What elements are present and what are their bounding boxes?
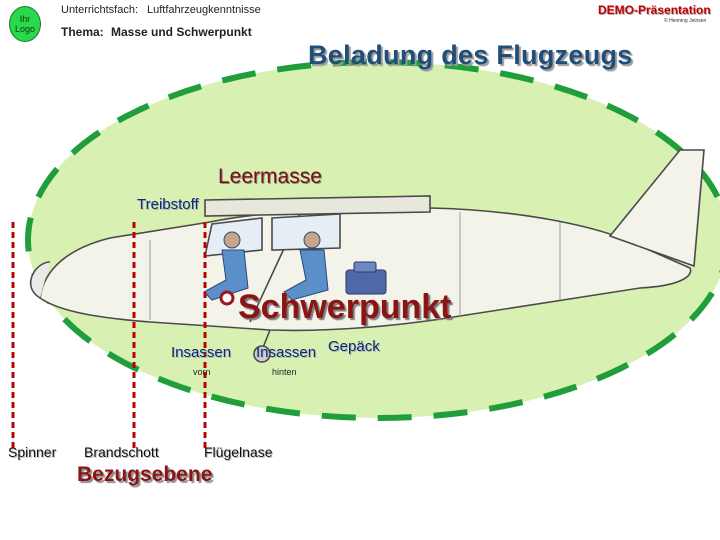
logo-badge: Ihr Logo — [9, 6, 41, 42]
reference-lines — [11, 222, 207, 448]
label-schwerpunkt: Schwerpunkt — [238, 288, 452, 326]
aircraft-wing — [204, 195, 431, 217]
luggage-figure — [345, 261, 387, 295]
label-hinten: hinten — [272, 367, 297, 377]
label-bezugsebene: Bezugsebene — [77, 463, 213, 486]
label-insassen-hinten: Insassen — [256, 344, 317, 361]
pilot-figure — [203, 231, 249, 301]
aircraft-wheel — [253, 345, 271, 363]
aircraft-tail — [608, 149, 705, 268]
label-gepaeck: Gepäck — [328, 338, 380, 355]
label-vorn: vorn — [193, 367, 211, 377]
subject-label: Unterrichtsfach: — [61, 4, 139, 16]
rear-passenger-figure — [283, 231, 329, 301]
aircraft-window-rear — [271, 213, 341, 251]
label-spinner: Spinner — [8, 444, 57, 460]
label-treibstoff: Treibstoff — [137, 196, 199, 213]
slide-title: Beladung des Flugzeugs — [308, 40, 633, 70]
label-leermasse: Leermasse — [218, 165, 322, 188]
topic-value: Masse und Schwerpunkt — [111, 25, 252, 39]
label-insassen-vorn: Insassen — [171, 344, 232, 361]
logo-text-line1: Ihr — [19, 14, 31, 24]
logo-text-line2: Logo — [14, 23, 36, 34]
demo-badge: DEMO-Präsentation — [598, 3, 711, 17]
label-brandschott: Brandschott — [84, 444, 159, 460]
aircraft-spinner — [29, 261, 51, 299]
subject-value: Luftfahrzeugkenntnisse — [147, 4, 261, 16]
topic-label: Thema: — [61, 25, 104, 39]
copyright-text: © Henning Jeinsen — [664, 18, 707, 24]
label-fluegelnase: Flügelnase — [204, 444, 273, 460]
center-of-gravity-marker — [219, 290, 235, 306]
